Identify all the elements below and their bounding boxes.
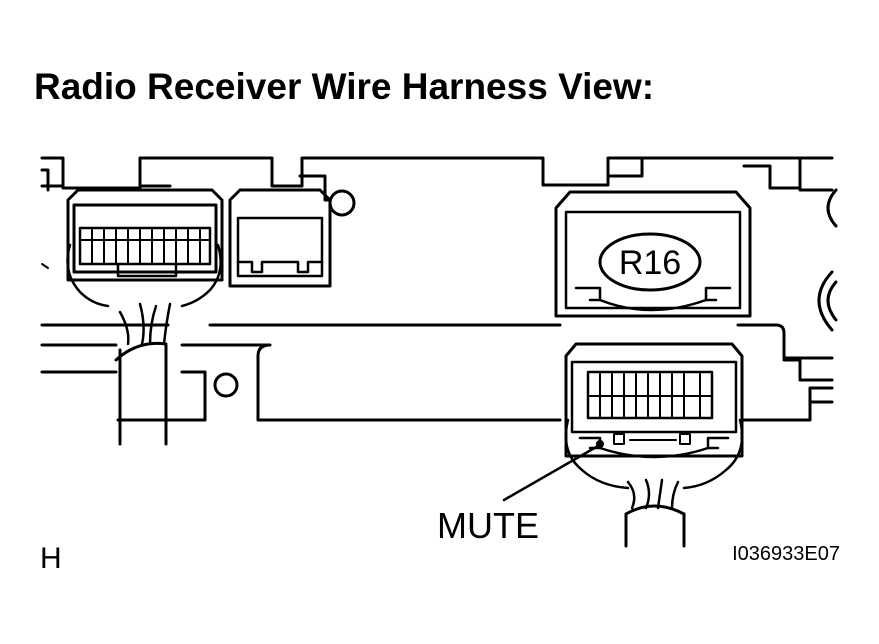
r16-connector [554,190,752,318]
lower-right-wire-bundle [624,478,686,548]
middle-small-connector [228,188,332,288]
diagram-title: Radio Receiver Wire Harness View: [34,66,655,107]
receiver-housing [40,156,838,422]
mute-terminal-marker [596,440,604,448]
mute-leader-line [502,444,600,502]
mute-callout-label: MUTE [437,505,539,546]
r16-label-oval [598,232,702,292]
left-wire-bundle [114,302,172,446]
lower-right-connector [564,342,744,490]
figure-code: I036933E07 [732,543,840,565]
section-letter: H [40,542,62,575]
r16-connector-label: R16 [619,244,681,282]
left-harness-connector [41,188,224,308]
